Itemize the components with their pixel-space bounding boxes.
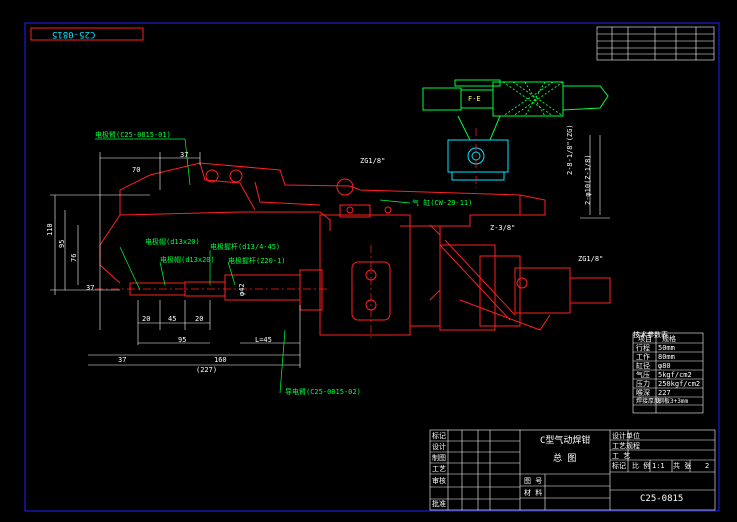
param-row-name: 压力 — [636, 380, 650, 388]
param-row-name: 气压 — [636, 371, 650, 379]
param-row-value: 227 — [658, 389, 671, 397]
drawing-code-bottom: C25-0815 — [640, 494, 684, 504]
centerlines — [95, 128, 477, 340]
code-box-top — [30, 27, 144, 41]
drawing-title: C型气动焊钳 — [540, 436, 591, 446]
main-body — [99, 162, 611, 336]
param-row-value: 钢板3+3mm — [658, 398, 689, 405]
tb-sheet-no: 2 — [705, 462, 710, 470]
tb-row-design: 设计 — [432, 443, 446, 451]
dim-95v: 95 — [58, 239, 66, 248]
tb-row-mark: 标记 — [432, 432, 446, 440]
tb-row-craft: 工艺 — [432, 465, 446, 473]
leader-lines — [95, 138, 411, 394]
label-fe: F-E — [468, 95, 481, 103]
dim-l45: L=45 — [255, 336, 272, 344]
params-table-grid — [632, 332, 704, 414]
label-electrode-arm: 电极臂(C25-0815-01) — [95, 131, 171, 139]
tb-row-approve: 批准 — [432, 500, 446, 508]
dim-76: 76 — [70, 253, 78, 262]
tb-drawing-no: 图 号 — [524, 477, 543, 485]
param-row-value: φ80 — [658, 362, 671, 370]
dim-45: 45 — [168, 315, 177, 323]
tb-scale-label: 比 例 — [632, 462, 651, 470]
dim-160: 160 — [214, 356, 227, 364]
param-row-value: 5kgf/cm2 — [658, 371, 692, 379]
param-row-name: 喉深 — [636, 389, 650, 397]
tb-mark: 标记 — [612, 462, 626, 470]
label-angle: 2-8-1/8"(ZG) — [566, 124, 574, 175]
param-row-name: 行程 — [636, 344, 650, 352]
dim-phi42: φ42 — [238, 283, 246, 296]
tb-sheet-label: 共 张 — [673, 462, 692, 470]
dim-37v: 37 — [86, 284, 95, 292]
param-row-name: 缸径 — [636, 362, 650, 370]
tb-process: 工艺规程 — [612, 442, 640, 450]
label-zg2: ZG1/8" — [578, 255, 604, 263]
param-row-value: 80mm — [658, 353, 675, 361]
dim-20b: 20 — [195, 315, 204, 323]
tb-row-check: 审核 — [432, 477, 446, 485]
revision-table — [596, 26, 715, 61]
outer-frame — [24, 22, 720, 512]
drawing-code-top: C25-0815 — [52, 29, 96, 39]
param-row-name: 工作 — [636, 353, 650, 361]
dim-227: (227) — [196, 366, 218, 374]
label-holder-b: 电极握杆(Z20-1) — [228, 257, 286, 265]
mount-bracket — [447, 139, 509, 181]
tb-row-draw: 制图 — [432, 454, 446, 462]
label-holder-a: 电极握杆(d13/4-45) — [210, 243, 281, 251]
tb-scale: 1:1 — [652, 462, 665, 470]
label-conduct-arm: 导电臂(C25-0815-02) — [285, 388, 361, 396]
params-title: 技术参数表 — [633, 331, 668, 339]
label-cylinder: 气 缸(CW-29-11) — [412, 199, 473, 207]
dim-70: 70 — [132, 166, 141, 174]
param-row-value: 250kgf/cm2 — [658, 380, 701, 388]
label-hole: 2-φ10(Z-1/8) — [584, 154, 592, 205]
drawing-subtitle: 总 图 — [553, 454, 577, 464]
label-cap-b: 电极帽(d13x20) — [160, 256, 215, 264]
label-cap-a: 电极帽(d13x20) — [145, 238, 200, 246]
cylinder-assembly — [422, 79, 609, 141]
dimension-lines — [50, 135, 610, 368]
param-row-name: 焊接厚度 — [636, 398, 661, 405]
tb-material: 材 料 — [524, 489, 543, 497]
dim-37b: 37 — [118, 356, 127, 364]
dim-110: 110 — [46, 223, 54, 236]
tb-design-unit: 设计单位 — [612, 432, 640, 440]
label-zg1: ZG1/8" — [360, 157, 386, 165]
dim-37: 37 — [180, 151, 189, 159]
tb-craft: 工 艺 — [612, 452, 631, 460]
dim-95: 95 — [178, 336, 187, 344]
label-z38: Z-3/8" — [490, 224, 516, 232]
dim-20a: 20 — [142, 315, 151, 323]
param-row-value: 50mm — [658, 344, 675, 352]
title-block-grid — [429, 429, 716, 511]
